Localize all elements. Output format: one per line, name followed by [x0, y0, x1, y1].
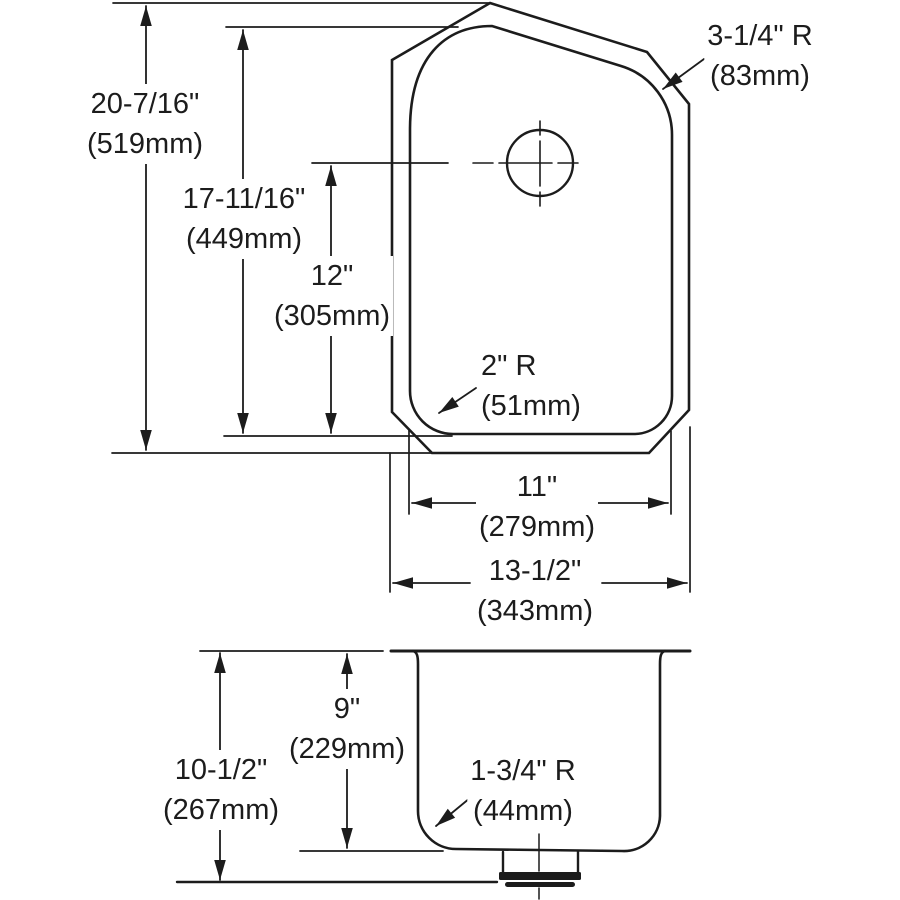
- leader-bowl-bottom-radius: [435, 797, 471, 827]
- dim-inner-height: 17-11/16" (449mm): [179, 179, 309, 259]
- dim-top-corner-radius-inch: 3-1/4" R: [704, 16, 816, 56]
- dim-inner-width-mm: (279mm): [475, 507, 599, 547]
- dim-overall-height-mm: (519mm): [83, 124, 207, 164]
- dim-overall-depth: 10-1/2" (267mm): [159, 750, 283, 830]
- dim-overall-width-mm: (343mm): [473, 591, 597, 631]
- top-view-dimension-lines: [140, 5, 705, 589]
- section-extension-lines: [175, 650, 499, 884]
- dim-bowl-depth: 9" (229mm): [285, 689, 409, 769]
- dim-bowl-bottom-radius-mm: (44mm): [467, 791, 579, 831]
- dim-inner-width: 11" (279mm): [475, 467, 599, 547]
- sink-outer-outline: [390, 1, 691, 455]
- dim-hole-to-inner-bottom-mm: (305mm): [270, 296, 394, 336]
- dim-overall-height: 20-7/16" (519mm): [83, 84, 207, 164]
- dim-bowl-bottom-radius: 1-3/4" R (44mm): [467, 751, 579, 831]
- dim-bowl-bottom-radius-inch: 1-3/4" R: [467, 751, 579, 791]
- dim-inner-width-inch: 11": [475, 467, 599, 507]
- top-view-extension-lines: [111, 2, 691, 593]
- leader-top-corner-radius: [662, 58, 705, 90]
- dim-inner-height-inch: 17-11/16": [179, 179, 309, 219]
- dim-bowl-depth-mm: (229mm): [285, 729, 409, 769]
- dim-top-corner-radius-mm: (83mm): [704, 56, 816, 96]
- leader-bottom-corner-radius: [438, 387, 477, 414]
- dim-bowl-depth-inch: 9": [285, 689, 409, 729]
- dim-bottom-corner-radius-inch: 2" R: [478, 346, 584, 386]
- dim-overall-width: 13-1/2" (343mm): [473, 551, 597, 631]
- dim-hole-to-inner-bottom: 12" (305mm): [270, 256, 394, 336]
- dim-overall-height-inch: 20-7/16": [83, 84, 207, 124]
- dim-bottom-corner-radius: 2" R (51mm): [478, 346, 584, 426]
- dim-bottom-corner-radius-mm: (51mm): [478, 386, 584, 426]
- dim-hole-to-inner-bottom-inch: 12": [270, 256, 394, 296]
- sink-bowl-rim-outline: [408, 24, 674, 436]
- drain-outlet: [499, 849, 581, 887]
- dim-overall-width-inch: 13-1/2": [473, 551, 597, 591]
- dim-overall-depth-inch: 10-1/2": [159, 750, 283, 790]
- dim-inner-height-mm: (449mm): [179, 219, 309, 259]
- dim-overall-depth-mm: (267mm): [159, 790, 283, 830]
- dim-top-corner-radius: 3-1/4" R (83mm): [704, 16, 816, 96]
